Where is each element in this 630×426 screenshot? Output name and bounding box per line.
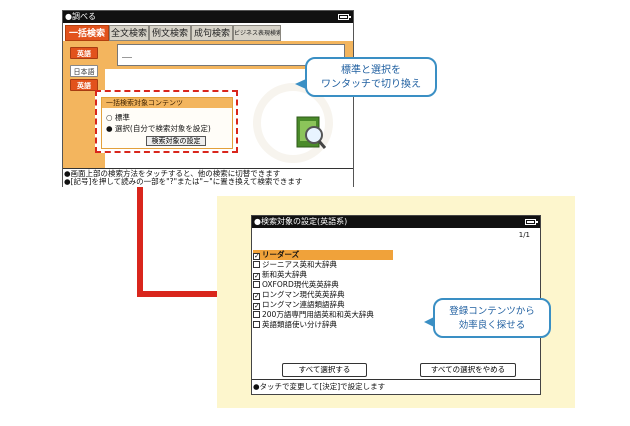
callout-line: 登録コンテンツから (449, 306, 535, 317)
callout-line: 効率良く探せる (458, 320, 526, 331)
tab-business-search[interactable]: ビジネス表現検索 (233, 25, 281, 41)
dictionary-label: 200万語専門用語英和和英大辞典 (262, 310, 374, 319)
dictionary-list-item[interactable]: 200万語専門用語英和和英大辞典 (253, 310, 374, 320)
callout-line: 標準と選択を (341, 65, 401, 76)
title-bar: ●検索対象の設定(英語系) (252, 216, 540, 228)
lang-japanese-button[interactable]: 日本語 (70, 65, 98, 77)
dictionary-list-item[interactable]: ✓リーダーズ (253, 250, 393, 260)
checkbox-checked-icon[interactable]: ✓ (253, 292, 260, 300)
checkbox-checked-icon[interactable]: ✓ (253, 302, 260, 310)
dictionary-list-item[interactable]: ジーニアス英和大辞典 (253, 260, 337, 270)
connector-arrow-horizontal (137, 291, 227, 297)
battery-icon (338, 14, 351, 20)
checkbox-unchecked-icon[interactable] (253, 321, 260, 328)
tab-phrase-search[interactable]: 成句検索 (191, 25, 233, 41)
dictionary-list-item[interactable]: ✓ロングマン連語類語辞典 (253, 300, 345, 310)
checkbox-unchecked-icon[interactable] (253, 311, 260, 318)
dictionary-list-item[interactable]: ✓新和英大辞典 (253, 270, 307, 280)
dictionary-label: ジーニアス英和大辞典 (262, 260, 337, 269)
help-message-2: ●[記号]を押して読みの一部を"?"または"~"に置き換えて検索できます (64, 177, 303, 186)
callout-line: ワンタッチで切り換え (321, 79, 421, 90)
dictionary-label: 英語類語使い分け辞典 (262, 320, 337, 329)
dictionary-label: リーダーズ (262, 250, 300, 259)
lang-english-button[interactable]: 英語 (70, 47, 98, 59)
dictionary-search-icon (295, 113, 327, 151)
tab-batch-search[interactable]: 一括検索 (65, 25, 109, 41)
dictionary-list-item[interactable]: ✓ロングマン現代英英辞典 (253, 290, 345, 300)
screen-title: ●検索対象の設定(英語系) (254, 217, 348, 226)
dictionary-label: OXFORD現代英英辞典 (262, 280, 339, 289)
tab-fulltext-search[interactable]: 全文検索 (109, 25, 149, 41)
dictionary-label: ロングマン現代英英辞典 (262, 290, 345, 299)
panel-header: 一括検索対象コンテンツ (102, 98, 232, 108)
dictionary-list-item[interactable]: 英語類語使い分け辞典 (253, 320, 337, 330)
tab-example-search[interactable]: 例文検索 (149, 25, 191, 41)
target-settings-button[interactable]: 検索対象の設定 (146, 136, 206, 146)
help-message-1: ●画面上部の検索方法をタッチすると、他の検索に切替できます (64, 169, 281, 178)
checkbox-checked-icon[interactable]: ✓ (253, 272, 260, 280)
deselect-all-button[interactable]: すべての選択をやめる (420, 363, 516, 377)
dictionary-label: ロングマン連語類語辞典 (262, 300, 345, 309)
dictionary-list-item[interactable]: OXFORD現代英英辞典 (253, 280, 339, 290)
title-bar: ●調べる (63, 11, 353, 23)
option-standard[interactable]: ○ 標準 (106, 113, 130, 122)
screen-title: ●調べる (65, 12, 96, 21)
search-input[interactable]: ＿ (117, 44, 345, 66)
option-select[interactable]: ● 選択(自分で検索対象を設定) (106, 124, 211, 133)
connector-arrow-vertical (137, 153, 143, 297)
select-all-button[interactable]: すべて選択する (282, 363, 367, 377)
checkbox-unchecked-icon[interactable] (253, 261, 260, 268)
footer-message: ●タッチで変更して[決定]で設定します (252, 379, 540, 394)
checkbox-checked-icon[interactable]: ✓ (253, 252, 260, 260)
callout-efficiency-note: 登録コンテンツから 効率良く探せる (424, 298, 551, 338)
battery-icon (525, 219, 538, 225)
page-indicator: 1/1 (518, 231, 530, 239)
message-bar: ●画面上部の検索方法をタッチすると、他の検索に切替できます ●[記号]を押して読… (63, 168, 353, 187)
search-target-panel: 一括検索対象コンテンツ ○ 標準 ● 選択(自分で検索対象を設定) 検索対象の設… (101, 97, 233, 149)
checkbox-unchecked-icon[interactable] (253, 281, 260, 288)
lang-english-target-button[interactable]: 英語 (70, 79, 98, 91)
decorative-circle (253, 83, 333, 163)
callout-toggle-note: 標準と選択を ワンタッチで切り換え (295, 57, 437, 97)
dictionary-label: 新和英大辞典 (262, 270, 307, 279)
